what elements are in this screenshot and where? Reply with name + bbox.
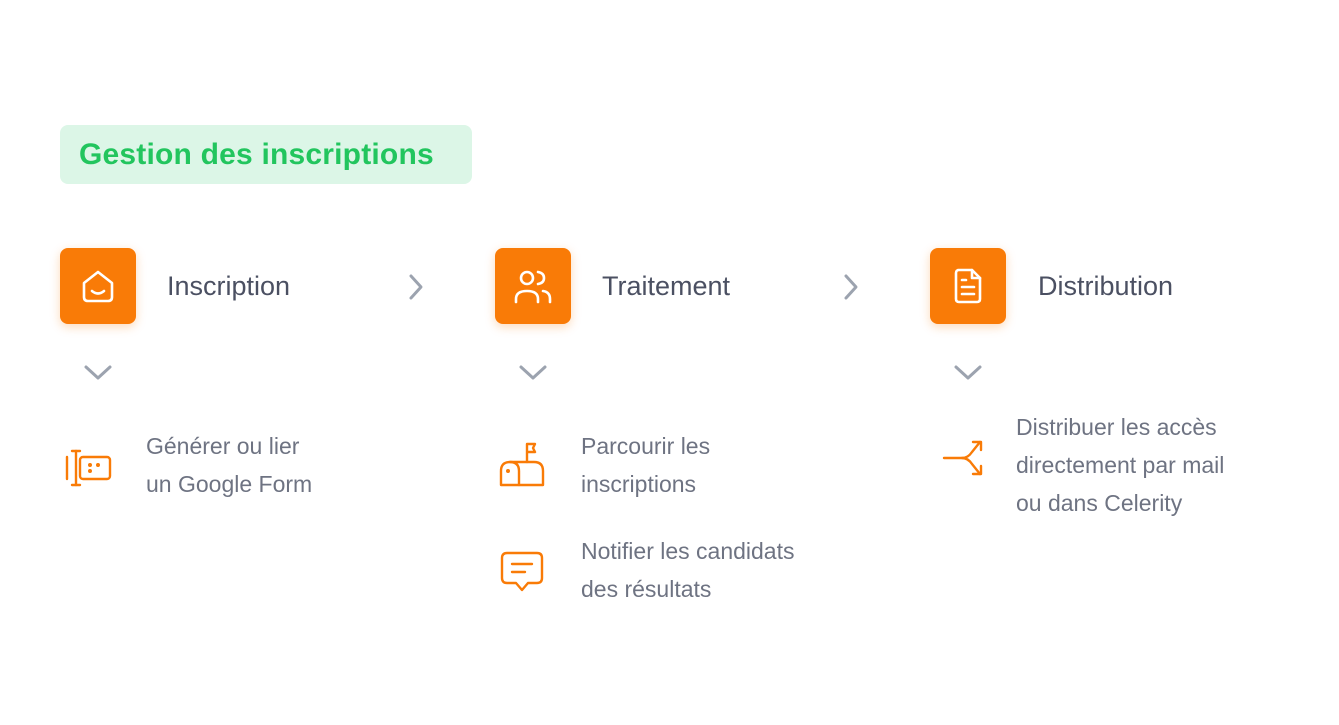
document-icon — [954, 268, 982, 304]
section-badge: Gestion des inscriptions — [60, 125, 472, 184]
item-text-line: directement par mail — [1016, 452, 1225, 478]
step-inscription-label: Inscription — [167, 271, 291, 301]
form-link-icon — [65, 449, 112, 487]
home-smile-icon — [82, 270, 114, 303]
item-text-line: un Google Form — [146, 471, 313, 497]
users-icon — [514, 270, 552, 304]
step-distribution-tile — [930, 248, 1006, 324]
mailbox-icon — [499, 442, 545, 487]
list-item: Parcourir les inscriptions — [581, 427, 851, 503]
item-text-line: inscriptions — [581, 471, 697, 497]
list-item: Générer ou lier un Google Form — [146, 427, 416, 503]
item-text-line: Générer ou lier — [146, 433, 300, 459]
chevron-down-icon — [519, 365, 547, 380]
list-item: Distribuer les accès directement par mai… — [1016, 408, 1286, 522]
item-text-line: Notifier les candidats — [581, 538, 795, 564]
step-traitement-tile — [495, 248, 571, 324]
step-distribution-label: Distribution — [1038, 271, 1174, 301]
message-icon — [500, 551, 544, 592]
list-item: Notifier les candidats des résultats — [581, 532, 851, 608]
item-text-line: ou dans Celerity — [1016, 490, 1183, 516]
chevron-right-icon — [409, 274, 423, 300]
split-arrow-icon — [942, 440, 983, 476]
item-text-line: Distribuer les accès — [1016, 414, 1217, 440]
chevron-down-icon — [954, 365, 982, 380]
step-traitement-label: Traitement — [602, 271, 731, 301]
item-text-line: Parcourir les — [581, 433, 711, 459]
chevron-right-icon — [844, 274, 858, 300]
step-inscription-tile — [60, 248, 136, 324]
item-text-line: des résultats — [581, 576, 712, 602]
chevron-down-icon — [84, 365, 112, 380]
section-title: Gestion des inscriptions — [79, 137, 434, 171]
